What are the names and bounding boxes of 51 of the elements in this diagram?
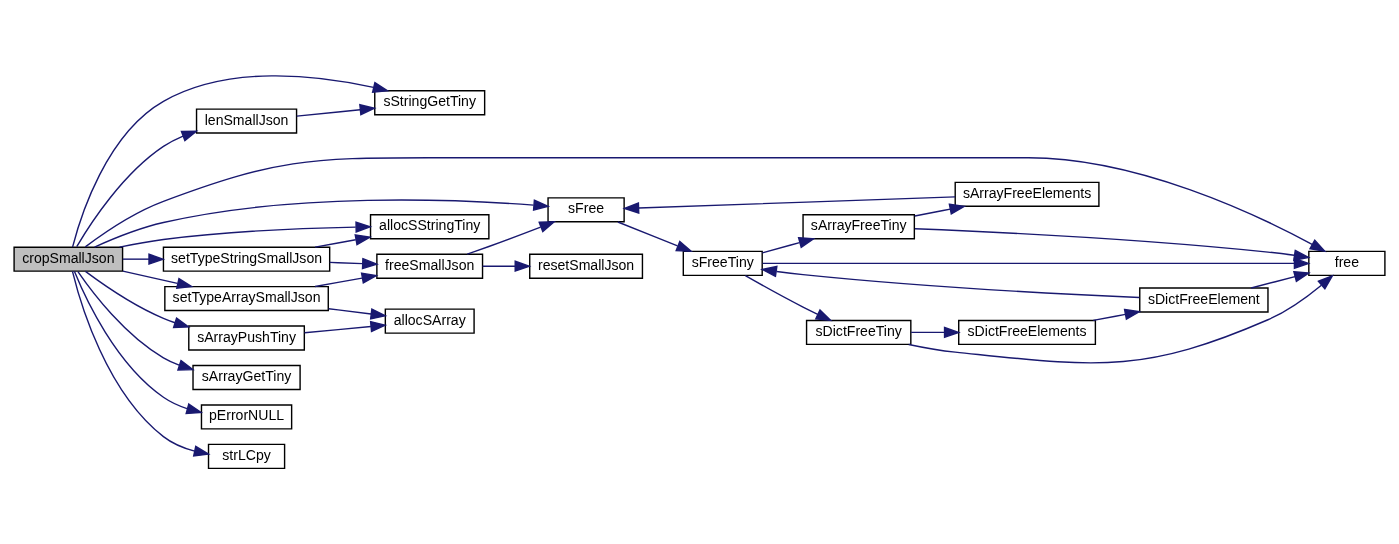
arrow [1250,270,1311,289]
arrow [622,196,956,214]
arrow [84,157,1327,253]
node-box: freeSmallJson [376,253,484,279]
arrow [617,221,694,253]
arrow [71,270,211,457]
arrow [71,75,390,248]
arrow [76,130,199,248]
arrow [314,234,373,248]
arrow [329,257,379,270]
arrow [118,221,373,248]
arrow [93,199,551,248]
arrow [77,270,195,371]
arrow [122,253,166,266]
arrow [73,270,204,415]
arrow [296,103,377,117]
node-box: allocSArray [384,308,475,334]
arrow [303,320,388,334]
node-box: allocSStringTiny [369,214,490,240]
node-box: sStringGetTiny [374,90,486,116]
node-box: sArrayFreeElements [954,181,1100,208]
arrow [314,272,379,288]
node-box: sDictFreeElement [1139,287,1269,313]
arrow [327,308,388,320]
arrow [744,274,833,322]
node-box: setTypeStringSmallJson [162,246,331,272]
arrow [760,265,1141,299]
node-box: lenSmallJson [195,108,298,134]
node-box: sFreeTiny [682,250,763,277]
node-box: setTypeArraySmallJson [164,285,329,312]
node-box: sArrayPushTiny [188,325,306,351]
node-box: sDictFreeTiny [805,319,912,346]
arrow [914,203,967,217]
arrow [481,260,532,273]
node-box: sFree [547,197,625,223]
node-box: sArrayFreeTiny [802,214,916,240]
arrow [122,270,194,290]
arrow [1092,308,1142,322]
arrow [907,274,1334,364]
arrow [910,326,961,339]
node-box: resetSmallJson [529,253,644,279]
node-box: sArrayGetTiny [192,364,301,391]
arrow [84,270,191,329]
node-box: pErrorNULL [200,404,293,430]
arrow [466,221,557,255]
arrow [761,237,816,254]
node-box: sDictFreeElements [958,319,1097,346]
node-box: cropSmallJson [13,246,124,272]
arrow [914,228,1311,262]
node-box: strLCpy [207,443,286,470]
node-box: free [1308,250,1386,277]
